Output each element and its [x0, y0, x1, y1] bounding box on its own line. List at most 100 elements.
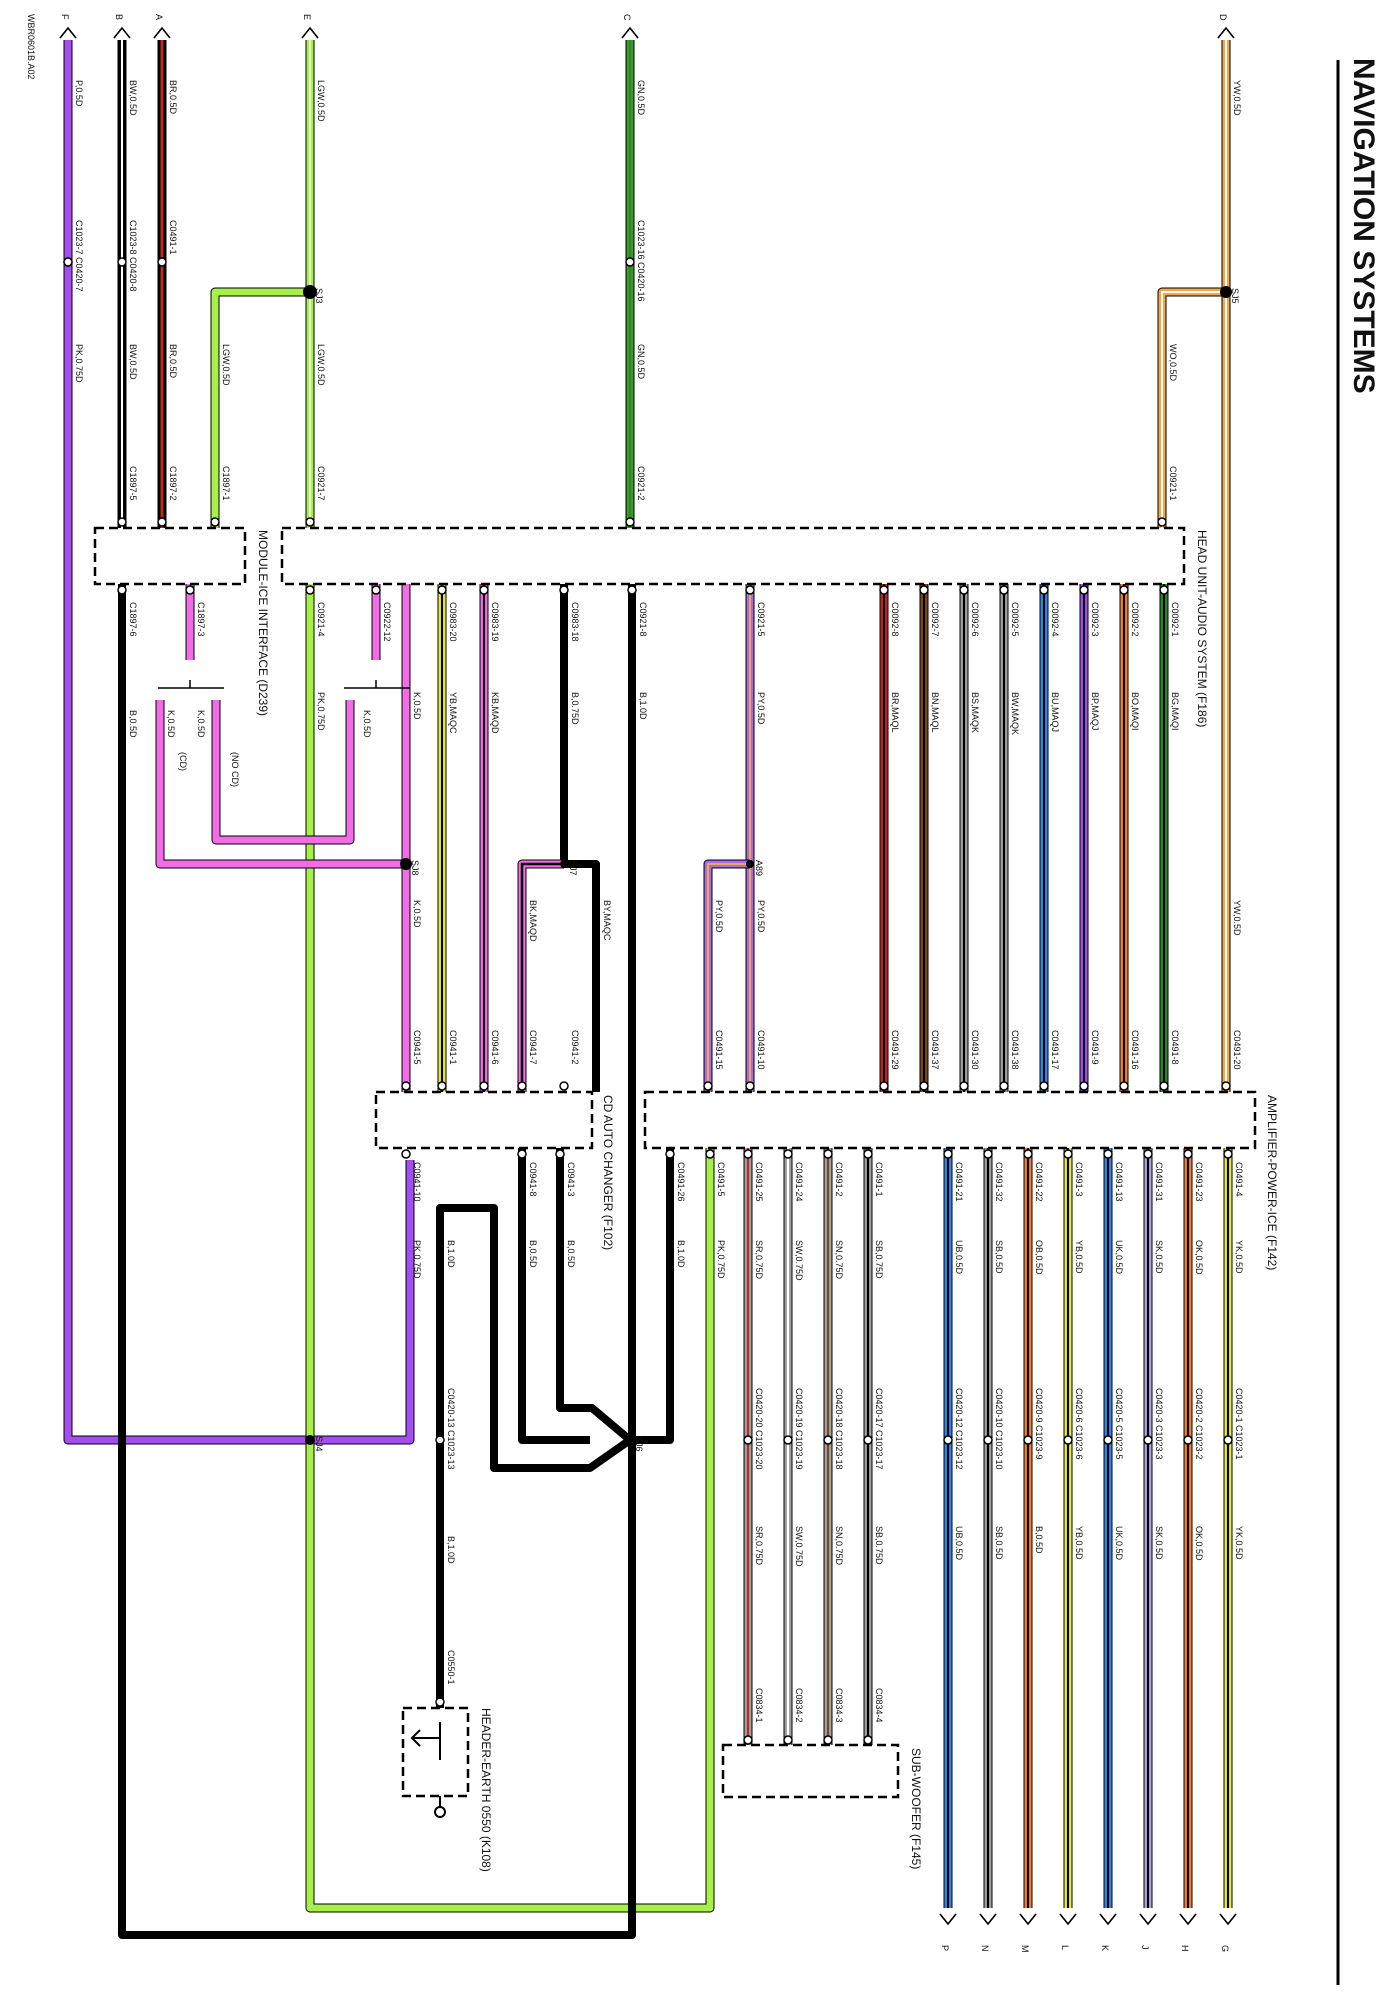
wire-label-earth-b: B,1.0D — [446, 1536, 456, 1564]
conn-label-a5: C0491-5 — [716, 1162, 726, 1197]
note-cd: (CD) — [178, 752, 188, 771]
conn-label-c1: C1023-16 C0420-16 — [636, 220, 646, 302]
conn-label-g3: C0092-3 — [1090, 602, 1100, 637]
wire-label-k-c: K,0.5D — [362, 710, 372, 738]
splice-sj4 — [305, 1435, 315, 1445]
wire-label-a_top: BR,0.5D — [168, 80, 178, 115]
wire-py-branch — [703, 859, 750, 1092]
conn-label-m5: C1897-5 — [128, 466, 138, 501]
wire-label-hu1: BG,MAQI — [1170, 692, 1180, 731]
conn-label-g4: C0092-4 — [1050, 602, 1060, 637]
wire-label-k-e: K,0.5D — [412, 900, 422, 928]
edge-letter-bottom-7: G — [1220, 1945, 1230, 1952]
conn-label-sw2: C0834-2 — [794, 1688, 804, 1723]
conn-label-a32: C0491-32 — [994, 1162, 1004, 1202]
splice-sj8 — [400, 858, 412, 870]
conn-label-i2: C0420-2 C1023-2 — [1194, 1388, 1204, 1460]
amplifier-label: AMPLIFIER-POWER-ICE (F142) — [1265, 1095, 1279, 1270]
amp-bot-pin-9 — [783, 1149, 793, 1159]
wire-label-amp_w3: SK,0.5D — [1154, 1240, 1164, 1274]
wire-label-cd-pk: PK,0.75D — [412, 1240, 422, 1279]
wire-label-k-a: K,0.5D — [196, 710, 206, 738]
cd-bot-pin-4 — [705, 1149, 715, 1159]
inline-pin-1 — [117, 257, 127, 267]
inline2-pin-8 — [743, 1435, 753, 1445]
amp-bot-pin-10 — [823, 1149, 833, 1159]
edge-chevron-bottom-6 — [1179, 1913, 1197, 1926]
conn-label-m3: C1897-3 — [196, 602, 206, 637]
wire-label-sub_w1: SB,0.75D — [874, 1240, 884, 1279]
conn-label-f1: C1023-7 C0420-7 — [74, 220, 84, 292]
edge-letter-top-2: A — [154, 14, 164, 20]
conn-label-g8: C0092-8 — [890, 602, 900, 637]
edge-chevron-top-3 — [301, 26, 319, 39]
conn-label-a38: C0491-38 — [1010, 1030, 1020, 1070]
amp-top-pin-5 — [1079, 1081, 1089, 1091]
hu-bot-pin-6 — [559, 585, 569, 595]
edge-letter-bottom-5: J — [1140, 1945, 1150, 1950]
conn-label-cd8: C0941-8 — [528, 1162, 538, 1197]
brace-no-cd — [158, 680, 224, 689]
hu-bot-pin-5 — [479, 585, 489, 595]
edge-chevron-top-0 — [59, 26, 77, 39]
wire-label-hu5: BW,MAQK — [1010, 692, 1020, 735]
cd-bot-pin-3 — [665, 1149, 675, 1159]
sub-pin-3 — [863, 1735, 873, 1745]
conn-label-a30: C0491-30 — [970, 1030, 980, 1070]
conn-label-a26: C0491-26 — [676, 1162, 686, 1202]
conn-label-a1: C0491-1 — [168, 220, 178, 255]
amplifier-box — [643, 1090, 1257, 1150]
conn-label-g6: C0092-6 — [970, 602, 980, 637]
conn-label-i19: C0420-19 C1023-19 — [794, 1388, 804, 1470]
conn-label-a8: C0491-8 — [1170, 1030, 1180, 1065]
conn-label-g2: C0092-2 — [1130, 602, 1140, 637]
wire-label-lgw-branch: LGW,0.5D — [221, 344, 231, 386]
wire-label-hu2: BO,MAQI — [1130, 692, 1140, 731]
amp-top-pin-2 — [959, 1081, 969, 1091]
wire-label-b1: B,1.0D — [638, 692, 648, 720]
wire-label-amp-pk: PK,0.75D — [716, 1240, 726, 1279]
sub-woofer-box — [721, 1743, 900, 1799]
conn-label-m2: C1897-2 — [168, 466, 178, 501]
wire-label-bk-maqd: BK,MAQD — [528, 900, 538, 942]
conn-label-h2: C0921-2 — [636, 466, 646, 501]
cd-top-pin-5 — [703, 1081, 713, 1091]
edge-chevron-bottom-7 — [1219, 1913, 1237, 1926]
conn-label-i10: C0420-10 C1023-10 — [994, 1388, 1004, 1470]
conn-label-c19: C0983-19 — [490, 602, 500, 642]
conn-label-sw1: C0834-1 — [754, 1688, 764, 1723]
wire-label-c_top: GN,0.5D — [636, 80, 646, 116]
wire-label-d-right: YW,0.5D — [1232, 900, 1242, 936]
hu-top-pin-3 — [305, 517, 315, 527]
hu-g-pin-4 — [1039, 585, 1049, 595]
conn-label-g7: C0092-7 — [930, 602, 940, 637]
wire-label-hu3: BP,MAQJ — [1090, 692, 1100, 730]
wire-label-cd-b2: B,0.5D — [566, 1240, 576, 1268]
conn-label-a1: C0491-1 — [874, 1162, 884, 1197]
conn-label-a31: C0491-31 — [1154, 1162, 1164, 1202]
sub-woofer-label: SUB-WOOFER (F145) — [909, 1748, 923, 1869]
splice-sj5 — [1220, 286, 1232, 298]
conn-label-b1: C1023-8 C0420-8 — [128, 220, 138, 292]
wire-label-f_mid: PK,0.75D — [74, 344, 84, 383]
splice-sj7 — [560, 860, 568, 868]
sub-pin-1 — [783, 1735, 793, 1745]
conn-label-h4: C0921-4 — [316, 602, 326, 637]
amp-bot-pin-2 — [1023, 1149, 1033, 1159]
inline2-pin-0 — [943, 1435, 953, 1445]
conn-label-g1: C0092-1 — [1170, 602, 1180, 637]
conn-label-a15: C0491-15 — [714, 1030, 724, 1070]
conn-label-a21: C0491-21 — [954, 1162, 964, 1202]
conn-label-m1: C1897-1 — [221, 466, 231, 501]
wire-label-py-c: PY,0.5D — [714, 900, 724, 933]
wire-label-py-b: PY,0.5D — [756, 900, 766, 933]
conn-label-a3: C0491-3 — [1074, 1162, 1084, 1197]
inline2-pin-1 — [983, 1435, 993, 1445]
hu-g-pin-2 — [959, 585, 969, 595]
amp-bot-pin-1 — [983, 1149, 993, 1159]
edge-letter-top-3: E — [302, 14, 312, 20]
conn-label-i20: C0420-20 C1023-20 — [754, 1388, 764, 1470]
conn-label-i1: C0420-1 C1023-1 — [1234, 1388, 1244, 1460]
conn-label-a22: C0491-22 — [1034, 1162, 1044, 1202]
splice-label-2: SJ8 — [410, 860, 420, 876]
